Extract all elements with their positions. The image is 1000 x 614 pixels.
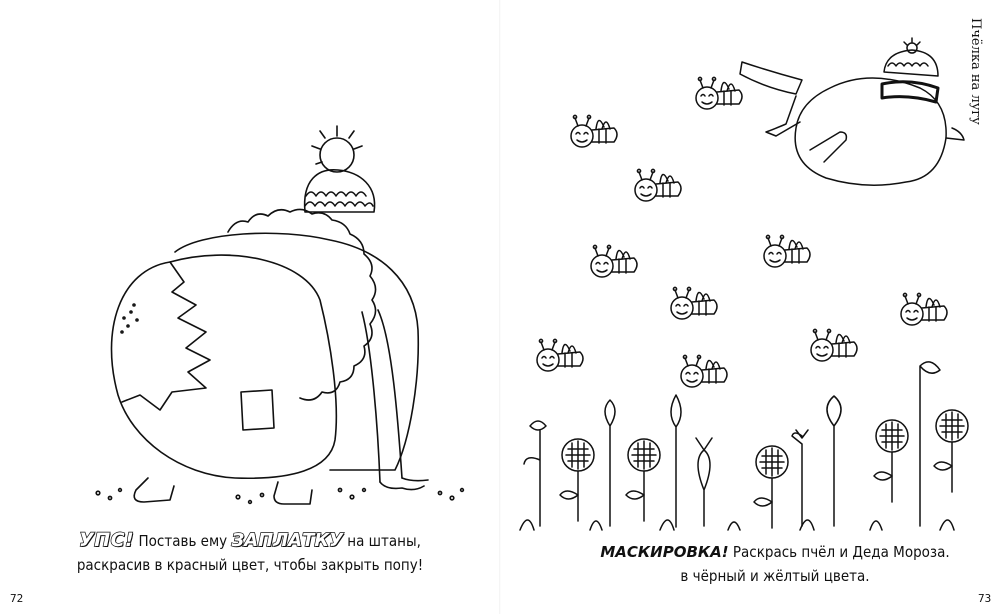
book-gutter xyxy=(499,0,501,614)
page-number-right: 73 xyxy=(978,592,992,605)
left-highlight-word: ЗАПЛАТКУ xyxy=(231,529,344,551)
right-caption: МАСКИРОВКА! Раскрась пчёл и Деда Мороза.… xyxy=(570,540,980,588)
left-caption-line1: УПС! Поставь ему ЗАПЛАТКУ на штаны, xyxy=(40,528,460,553)
page-number-left: 72 xyxy=(10,592,24,605)
santa-bending-illustration xyxy=(95,125,465,505)
right-caption-part1: Раскрась пчёл и Деда Мороза. xyxy=(732,543,950,561)
right-page: Пчёлка на лугу МАСКИРОВКА! Раскрась пчёл… xyxy=(500,0,1000,614)
left-caption-part2: на штаны, xyxy=(347,532,421,550)
left-caption-line2: раскрасив в красный цвет, чтобы закрыть … xyxy=(76,556,424,574)
left-caption: УПС! Поставь ему ЗАПЛАТКУ на штаны, раск… xyxy=(40,528,460,577)
bee-icon xyxy=(536,76,948,388)
right-caption-line2: в чёрный и жёлтый цвета. xyxy=(680,567,870,585)
left-headline: УПС! xyxy=(78,528,135,551)
left-caption-part1: Поставь ему xyxy=(138,532,228,550)
right-caption-line1: МАСКИРОВКА! Раскрась пчёл и Деда Мороза. xyxy=(570,540,980,564)
flower-icon xyxy=(519,361,969,531)
santa-icon xyxy=(739,37,965,186)
running-head: Пчёлка на лугу xyxy=(968,18,983,125)
santa-icon xyxy=(95,125,465,505)
bees-flowers-illustration xyxy=(519,37,969,531)
right-headline: МАСКИРОВКА! xyxy=(600,543,729,561)
left-page: УПС! Поставь ему ЗАПЛАТКУ на штаны, раск… xyxy=(10,125,465,605)
